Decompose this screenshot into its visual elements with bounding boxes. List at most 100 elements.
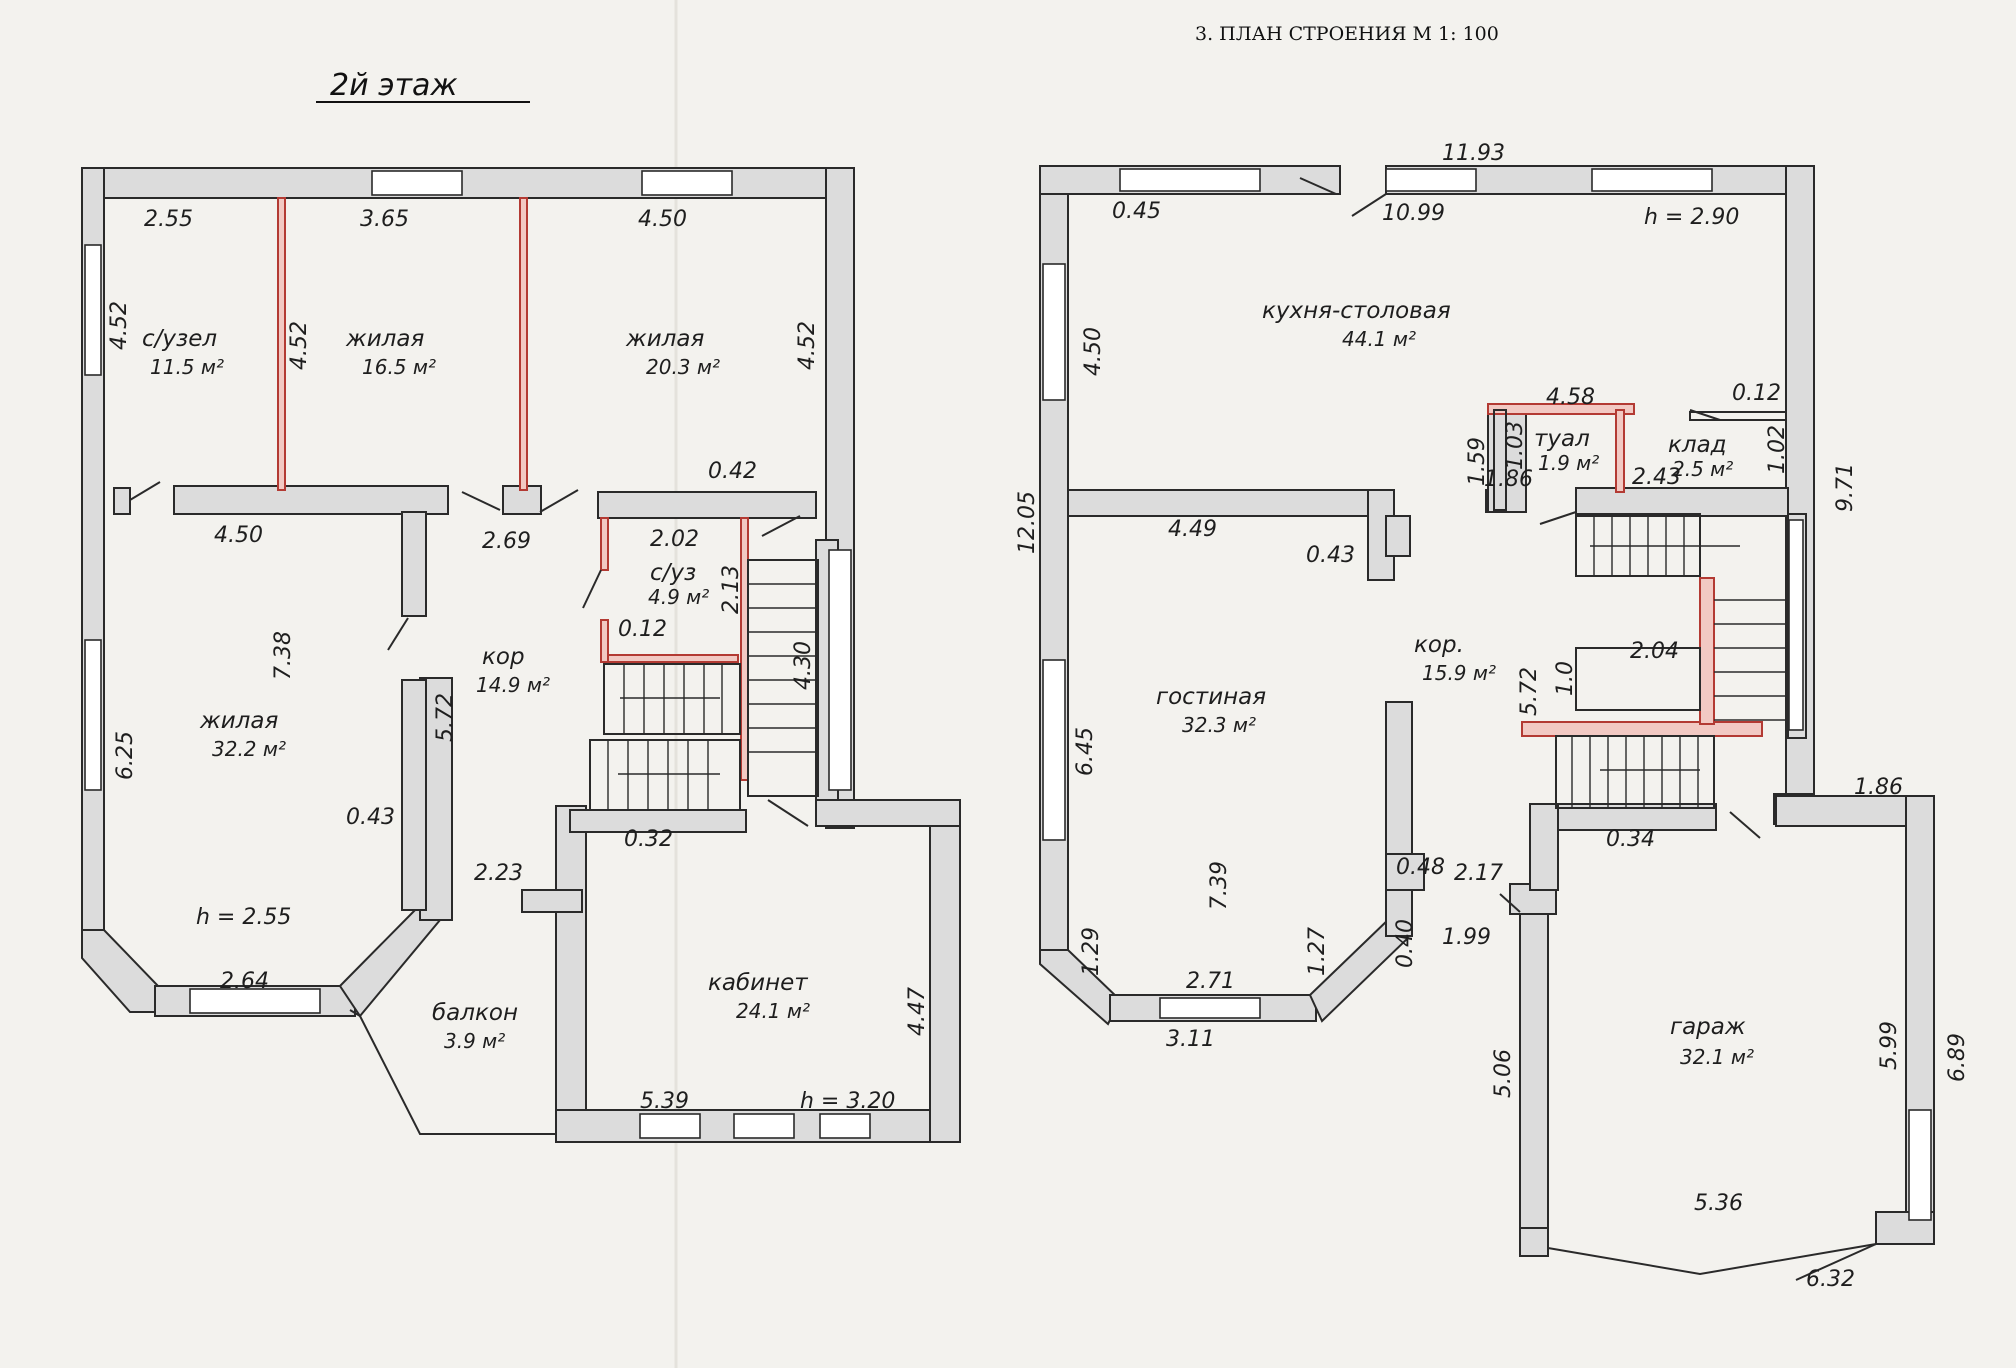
wall-bay-right: [1308, 916, 1410, 1023]
dimension: 0.48: [1396, 855, 1445, 880]
wall-balcony-edge: [521, 889, 583, 913]
dimension: 4.47: [905, 987, 930, 1036]
dimension: 4.50: [214, 523, 263, 548]
dimension: 4.49: [1168, 517, 1217, 542]
dimension: 12.05: [1015, 491, 1040, 554]
dimension: 2.13: [719, 565, 744, 614]
wall-mid-stub: [1385, 515, 1411, 557]
room-area: 1.9 м²: [1538, 451, 1599, 475]
dimension: 2.02: [650, 527, 699, 552]
room-area: 32.2 м²: [212, 737, 286, 761]
dimension: 0.12: [1732, 381, 1781, 406]
room-area: 32.1 м²: [1680, 1045, 1754, 1069]
wall-partition: [1067, 489, 1395, 517]
dimension: 0.40: [1393, 919, 1418, 968]
wall-stub-left: [113, 487, 131, 515]
dimension: 5.72: [1517, 667, 1542, 716]
plan-title: 3. ПЛАН СТРОЕНИЯ М 1: 100: [1195, 23, 1499, 45]
dimension: 5.39: [640, 1089, 689, 1114]
window: [1042, 263, 1066, 401]
dimension: 1.27: [1305, 927, 1330, 976]
window: [828, 549, 852, 791]
dimension: 5.72: [433, 693, 458, 742]
dimension: 1.29: [1079, 927, 1104, 976]
dimension: 0.34: [1606, 827, 1655, 852]
wall-bay-left: [81, 929, 161, 1013]
dimension: 2.64: [220, 969, 269, 994]
stair-landing-red: [1521, 721, 1763, 737]
second-floor-plan: с/узел 11.5 м² жилая 16.5 м² жилая 20.3 …: [81, 167, 961, 1143]
wall-living-right: [1385, 701, 1413, 937]
room-area: 20.3 м²: [646, 355, 720, 379]
window: [1788, 519, 1804, 731]
room-area: 15.9 м²: [1422, 661, 1496, 685]
room-name: клад: [1668, 432, 1727, 458]
room-area: 11.5 м²: [150, 355, 224, 379]
dimension: 4.58: [1546, 385, 1595, 410]
dimension: 0.12: [618, 617, 667, 642]
window: [1908, 1109, 1932, 1221]
window: [1042, 659, 1066, 841]
dimension: 1.86: [1854, 775, 1903, 800]
dimension: 4.50: [638, 207, 687, 232]
room-name: жилая: [345, 326, 424, 352]
room-name: с/уз: [650, 560, 696, 586]
wall-partition-left: [173, 485, 449, 515]
dimension: 2.43: [1632, 465, 1681, 490]
room-area: 16.5 м²: [362, 355, 436, 379]
dimension: 7.39: [1207, 861, 1232, 910]
window: [1385, 168, 1477, 192]
room-name: кор.: [1414, 632, 1464, 658]
dimension: 3.65: [360, 207, 409, 232]
ceiling-height: h = 2.90: [1644, 205, 1739, 230]
partition-red-2: [519, 197, 528, 491]
dimension: 0.43: [346, 805, 395, 830]
wc-top-red: [1487, 403, 1635, 415]
room-area: 2.5 м²: [1672, 457, 1733, 481]
dimension: 5.99: [1877, 1021, 1902, 1070]
room-area: 32.3 м²: [1182, 713, 1256, 737]
partition-red-1: [277, 197, 286, 491]
dimension: 2.69: [482, 529, 531, 554]
dimension: 2.55: [144, 207, 193, 232]
room-name: кухня-столовая: [1262, 298, 1451, 324]
balcony-outline: [359, 1015, 556, 1135]
window: [641, 170, 733, 196]
dimension: 1.99: [1442, 925, 1491, 950]
wc-right-red: [1615, 409, 1625, 493]
partition-red-5: [600, 619, 609, 663]
wall-partition-right: [597, 491, 817, 519]
dimension: 0.32: [624, 827, 673, 852]
room-area: 3.9 м²: [444, 1029, 505, 1053]
dimension: 1.03: [1503, 421, 1528, 470]
dimension: 1.59: [1465, 437, 1490, 486]
room-area: 24.1 м²: [736, 999, 810, 1023]
dimension: 6.25: [113, 731, 138, 780]
dimension: 0.42: [708, 459, 757, 484]
wall-garage-top-left-post: [1529, 803, 1559, 891]
dimension: 1.86: [1484, 467, 1533, 492]
window: [1159, 997, 1261, 1019]
ceiling-height: h = 2.55: [196, 905, 291, 930]
dimension: 7.38: [271, 631, 296, 680]
room-name: кабинет: [708, 970, 808, 996]
wall-cabinet-top-right: [815, 799, 961, 827]
dimension: 2.17: [1454, 861, 1503, 886]
window: [84, 244, 102, 376]
first-floor-plan: кухня-столовая 44.1 м² туал 1.9 м² клад …: [1015, 141, 1970, 1292]
window: [1119, 168, 1261, 192]
floor-label: 2й этаж: [330, 68, 457, 103]
dimension: 4.52: [107, 301, 132, 350]
room-name: кор: [482, 644, 525, 670]
wall-corridor-stub: [401, 511, 427, 617]
window: [733, 1113, 795, 1139]
window: [189, 988, 321, 1014]
partition-red-4: [740, 517, 749, 781]
room-name: балкон: [432, 1000, 518, 1026]
room-name: гараж: [1670, 1014, 1746, 1040]
dimension: 6.32: [1806, 1267, 1855, 1292]
dimension: 5.36: [1694, 1191, 1743, 1216]
stairs-second-floor: [607, 583, 818, 810]
dimension: 4.50: [1081, 327, 1106, 376]
